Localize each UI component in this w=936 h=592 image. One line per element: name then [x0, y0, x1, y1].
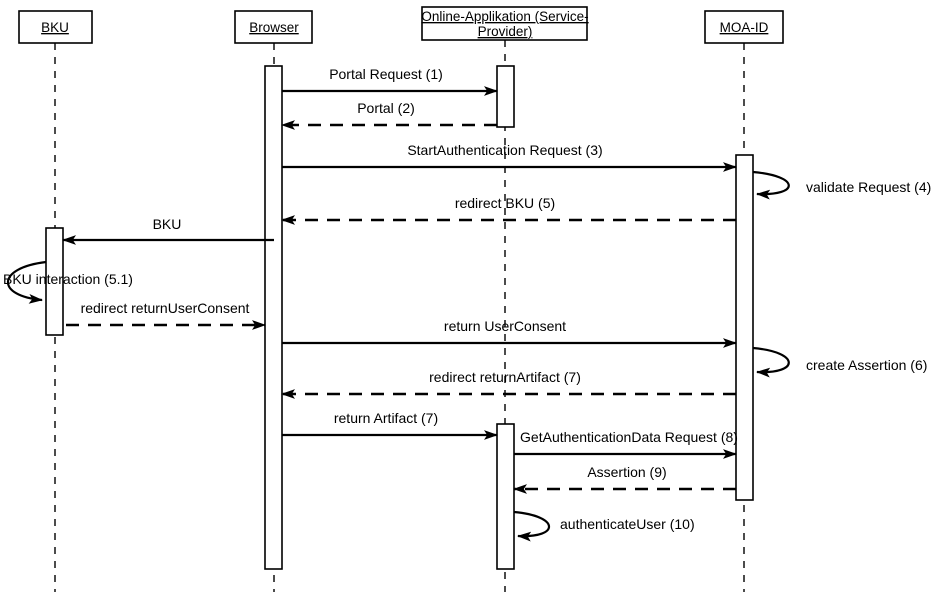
message-label-startauthentication-request: StartAuthentication Request (3) — [407, 142, 602, 158]
message-return-artifact[interactable]: return Artifact (7) — [282, 410, 498, 440]
message-portal-request[interactable]: Portal Request (1) — [282, 66, 498, 96]
message-label-return-artifact: return Artifact (7) — [334, 410, 438, 426]
lifeline-box-bku[interactable] — [18, 10, 93, 44]
lifeline-label-bku: BKU — [41, 20, 69, 35]
message-redirect-returnuserconsent[interactable]: redirect returnUserConsent — [66, 300, 266, 330]
message-label-assertion: Assertion (9) — [587, 464, 666, 480]
message-create-assertion[interactable]: create Assertion (6) — [752, 346, 927, 378]
message-return-userconsent[interactable]: return UserConsent — [282, 318, 737, 348]
message-label-authenticateuser: authenticateUser (10) — [560, 516, 695, 532]
message-label-portal: Portal (2) — [357, 100, 415, 116]
message-label-getauthenticationdata-request: GetAuthenticationData Request (8) — [520, 429, 738, 445]
lifeline-label-oa-line1: Online-Applikation (Service- — [421, 9, 588, 24]
activation-bar-oa-main — [496, 423, 515, 570]
message-validate-request[interactable]: validate Request (4) — [752, 170, 931, 200]
message-assertion[interactable]: Assertion (9) — [513, 464, 736, 494]
message-label-bku: BKU — [153, 216, 182, 232]
message-portal[interactable]: Portal (2) — [281, 100, 497, 130]
message-label-create-assertion: create Assertion (6) — [806, 357, 927, 373]
lifeline-label-browser: Browser — [249, 20, 299, 35]
message-bku-interaction[interactable]: BKU interaction (5.1) — [3, 260, 133, 304]
lifeline-label-oa-line2: Provider) — [478, 24, 533, 39]
message-arrow-validate-request — [752, 170, 790, 200]
message-label-redirect-returnuserconsent: redirect returnUserConsent — [81, 300, 250, 316]
message-redirect-returnartifact[interactable]: redirect returnArtifact (7) — [281, 369, 736, 399]
message-label-bku-interaction: BKU interaction (5.1) — [3, 271, 133, 287]
activation-bars — [45, 65, 754, 570]
message-label-redirect-returnartifact: redirect returnArtifact (7) — [429, 369, 581, 385]
message-bku[interactable]: BKU — [62, 216, 274, 245]
lifeline-box-oa[interactable] — [421, 6, 588, 41]
message-label-portal-request: Portal Request (1) — [329, 66, 443, 82]
activation-bar-bku — [45, 227, 64, 336]
message-label-validate-request: validate Request (4) — [806, 179, 931, 195]
lifeline-headers: BKU Browser Online-Applikation (Service-… — [18, 6, 784, 44]
message-startauthentication-request[interactable]: StartAuthentication Request (3) — [282, 142, 737, 172]
lifeline-box-moa[interactable] — [704, 10, 784, 44]
lifeline-box-browser[interactable] — [234, 10, 313, 44]
message-arrow-bku-interaction — [6, 260, 47, 304]
message-label-redirect-bku: redirect BKU (5) — [455, 195, 555, 211]
message-redirect-bku[interactable]: redirect BKU (5) — [281, 195, 736, 225]
activation-bar-browser — [264, 65, 283, 570]
activation-bar-oa-top — [496, 65, 515, 128]
lifeline-lines — [54, 40, 745, 592]
lifeline-label-moa: MOA-ID — [720, 20, 769, 35]
message-getauthenticationdata-request[interactable]: GetAuthenticationData Request (8) — [514, 429, 738, 459]
activation-bar-moa — [735, 154, 754, 501]
message-arrow-create-assertion — [752, 346, 790, 378]
message-arrow-authenticateuser — [513, 510, 550, 542]
message-authenticateuser[interactable]: authenticateUser (10) — [513, 510, 695, 542]
message-label-return-userconsent: return UserConsent — [444, 318, 566, 334]
